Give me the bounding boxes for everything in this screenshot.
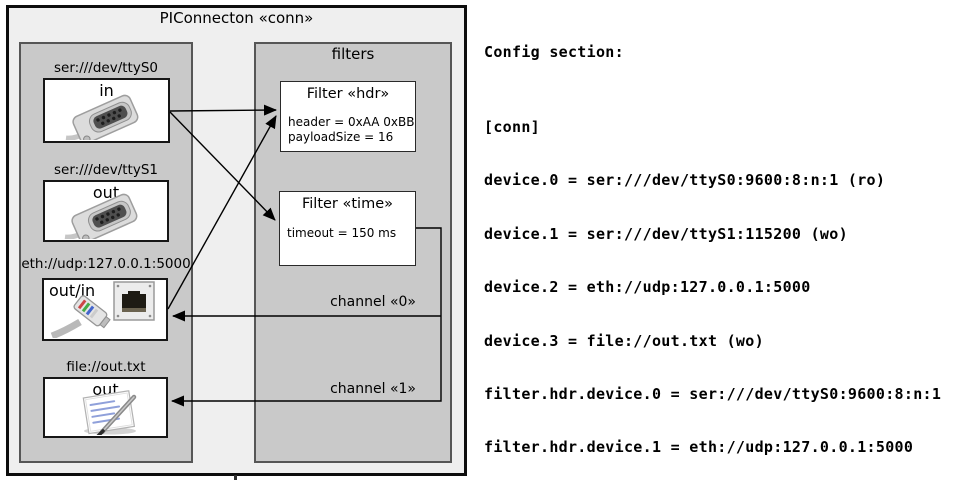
- border-tick: [234, 475, 237, 480]
- config-line: device.1 = ser:///dev/ttyS1:115200 (wo): [484, 224, 848, 243]
- device-caption: out: [92, 380, 119, 399]
- device-box-eth: out/in: [42, 278, 168, 341]
- device-label-file: file://out.txt: [66, 359, 146, 375]
- serial-connector-icon: [65, 94, 139, 140]
- config-line: [conn]: [484, 118, 540, 136]
- config-line: device.0 = ser:///dev/ttyS0:9600:8:n:1 (…: [484, 171, 886, 190]
- device-caption: out: [92, 183, 120, 202]
- config-section: Config section: [conn] device.0 = ser://…: [484, 8, 962, 484]
- filter-time-box: Filter «time» timeout = 150 ms: [279, 191, 416, 266]
- config-heading: Config section:: [484, 43, 624, 61]
- device-caption: in: [99, 81, 114, 100]
- filter-hdr-title: Filter «hdr»: [306, 86, 390, 102]
- device-box-ttys1: out: [43, 180, 169, 242]
- device-box-ttys0: in: [43, 78, 170, 143]
- device-label-ttys0: ser:///dev/ttyS0: [54, 60, 158, 76]
- filter-hdr-box: Filter «hdr» header = 0xAA 0xBB payloadS…: [280, 81, 416, 152]
- config-line: filter.hdr.device.0 = ser:///dev/ttyS0:9…: [484, 385, 942, 404]
- channel-0-label: channel «0»: [330, 294, 416, 310]
- config-line: device.2 = eth://udp:127.0.0.1:5000: [484, 278, 811, 297]
- device-label-eth: eth://udp:127.0.0.1:5000: [21, 256, 191, 272]
- device-box-file: out: [43, 377, 168, 438]
- config-line: filter.hdr.device.1 = eth://udp:127.0.0.…: [484, 438, 914, 457]
- filter-hdr-attr-payloadsize: payloadSize = 16: [288, 129, 394, 144]
- channel-1-label: channel «1»: [330, 381, 416, 397]
- filter-time-title: Filter «time»: [301, 196, 394, 212]
- filters-panel-title: filters: [331, 45, 375, 63]
- config-line: device.3 = file://out.txt (wo): [484, 331, 764, 350]
- filter-hdr-attr-header: header = 0xAA 0xBB: [288, 115, 415, 129]
- device-label-ttys1: ser:///dev/ttyS1: [54, 162, 158, 178]
- piconnector-title: PIConnecton «conn»: [159, 9, 314, 27]
- filter-time-attr-timeout: timeout = 150 ms: [287, 226, 397, 240]
- device-caption: out/in: [49, 281, 96, 300]
